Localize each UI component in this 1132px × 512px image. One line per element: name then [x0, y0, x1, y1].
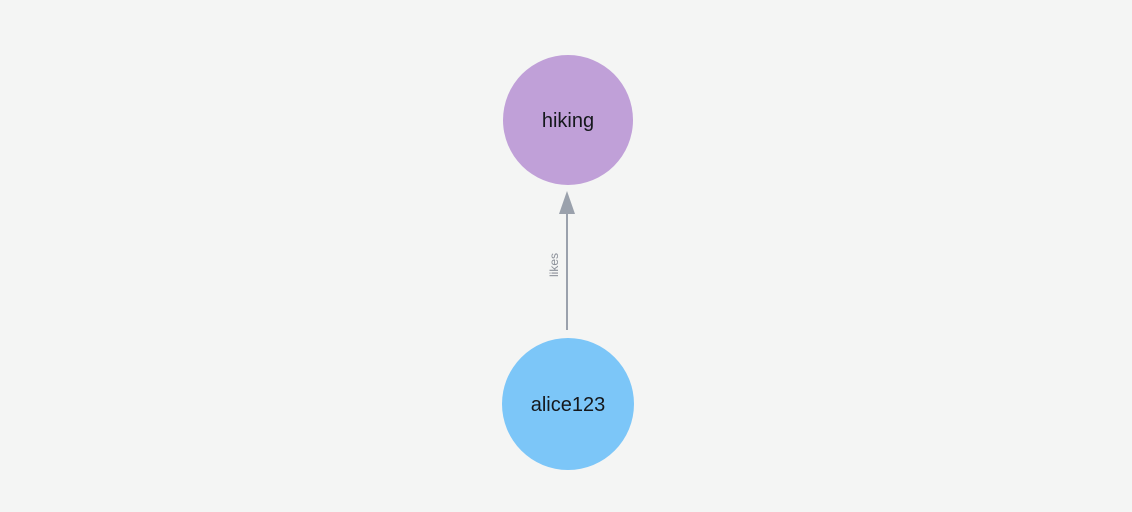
- arrowhead-icon: [559, 191, 575, 214]
- node-hiking[interactable]: hiking: [503, 55, 633, 185]
- edge-label: likes: [547, 253, 561, 277]
- node-circle-alice123[interactable]: [502, 338, 634, 470]
- node-alice123[interactable]: alice123: [502, 338, 634, 470]
- node-circle-hiking[interactable]: [503, 55, 633, 185]
- edge-alice123-likes-hiking[interactable]: likes: [547, 191, 575, 330]
- node-label-alice123: alice123: [531, 394, 606, 416]
- node-layer: hiking alice123: [502, 55, 634, 470]
- node-label-hiking: hiking: [542, 110, 594, 132]
- edge-layer: likes: [547, 191, 575, 330]
